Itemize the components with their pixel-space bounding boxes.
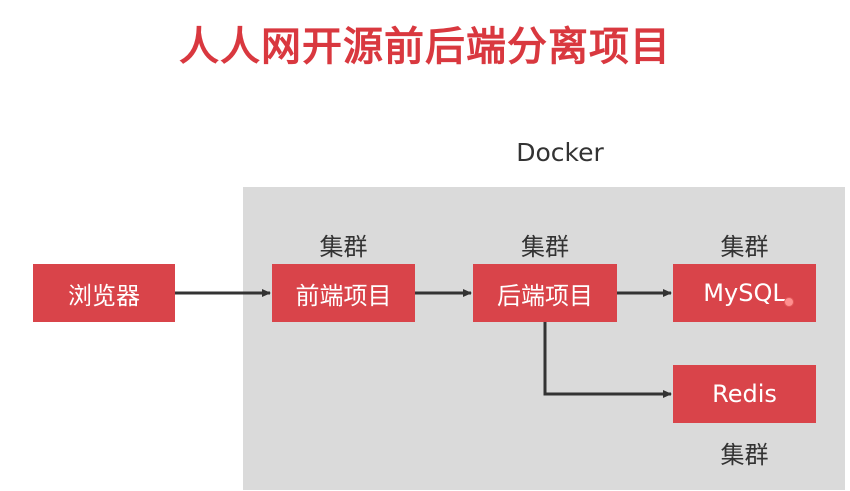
mysql-node: MySQL [673,264,816,322]
diagram-title: 人人网开源前后端分离项目 [179,24,671,70]
pointer-cursor-icon [784,297,794,307]
mysql-cluster-label: 集群 [720,233,769,261]
redis-node: Redis [673,365,816,423]
frontend-node: 前端项目 [272,264,415,322]
browser-node: 浏览器 [33,264,175,322]
backend-cluster-label: 集群 [521,233,569,261]
frontend-cluster-label: 集群 [319,233,368,261]
edge-backend-to-redis [543,322,672,398]
backend-node: 后端项目 [473,264,617,322]
redis-cluster-label: 集群 [720,441,769,469]
docker-label: Docker [516,138,604,167]
